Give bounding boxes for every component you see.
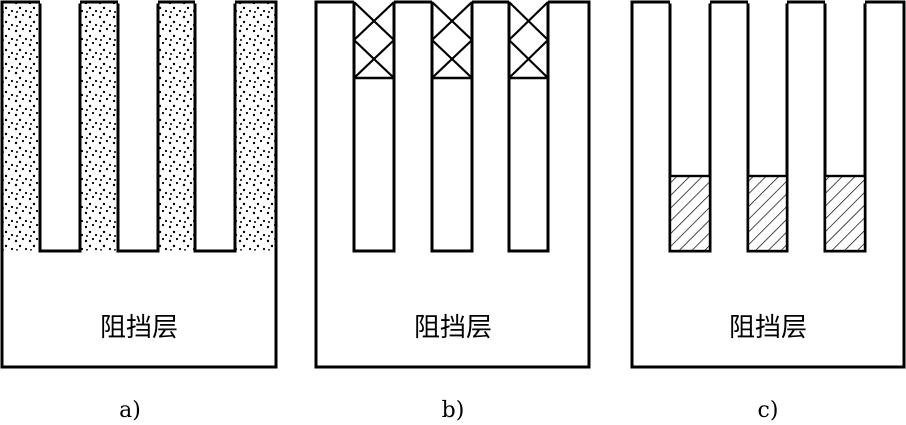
panel-b-barrier-label: 阻挡层	[414, 313, 492, 343]
panel-a: 阻挡层 a)	[0, 0, 278, 423]
panel-c: 阻挡层 c)	[630, 0, 906, 423]
panel-b-pillar-3	[507, 0, 550, 253]
panel-b-caption: b)	[442, 398, 465, 423]
panel-a-pillar-2	[116, 0, 160, 253]
panel-b-pillar-1	[352, 0, 396, 253]
panel-c-barrier-label: 阻挡层	[729, 313, 807, 343]
panel-c-caption: c)	[758, 398, 779, 423]
panel-a-pillar-1	[38, 0, 82, 253]
panel-b-pillar-2	[430, 0, 474, 253]
panel-a-barrier-label: 阻挡层	[100, 313, 178, 343]
panel-a-caption: a)	[119, 398, 141, 423]
panel-b-cross-marks	[353, 1, 549, 80]
panel-b: 阻挡层 b)	[314, 0, 591, 423]
panel-a-pillar-3	[193, 0, 237, 253]
panel-a-dot-fill	[3, 3, 275, 251]
panel-c-hatched-blocks	[668, 174, 867, 253]
